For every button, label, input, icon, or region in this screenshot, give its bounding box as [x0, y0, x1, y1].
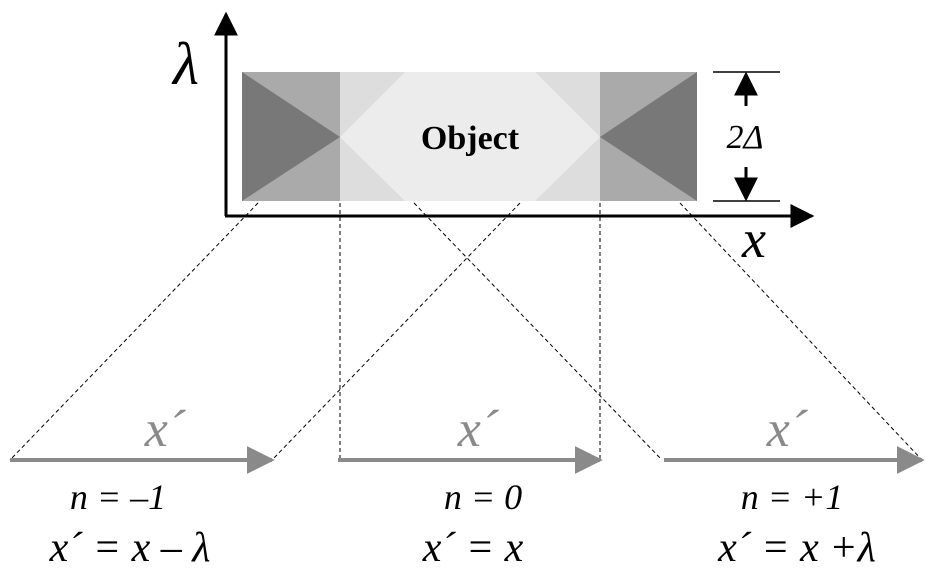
height-label: 2Δ: [727, 119, 764, 156]
dash-left-inner: [271, 202, 521, 461]
dash-right-outer: [679, 202, 923, 461]
object-region: [242, 72, 697, 201]
dash-right-inner: [413, 202, 663, 461]
order-axis-label-plus1: x´: [766, 401, 809, 458]
dash-left-outer: [9, 202, 259, 461]
left-dark-triangle: [242, 72, 340, 201]
order-label-plus1: n = +1: [741, 477, 844, 517]
height-dimension: [713, 71, 780, 202]
right-dark-triangle: [600, 72, 697, 201]
center-diamond: [340, 72, 600, 201]
mapping-plus1: x´ = x +λ: [717, 525, 876, 569]
order-label-0: n = 0: [444, 477, 522, 517]
projection-lines: [9, 202, 923, 461]
order-axis-label-minus1: x´: [144, 401, 187, 458]
order-axis-label-0: x´: [457, 401, 500, 458]
mapping-minus1: x´ = x – λ: [49, 525, 211, 569]
object-label: Object: [421, 120, 520, 157]
lambda-axis-label: λ: [171, 31, 199, 97]
mapping-0: x´ = x: [422, 525, 524, 569]
main-axes: [214, 11, 815, 228]
order-label-minus1: n = –1: [70, 477, 166, 517]
x-axis-label: x: [741, 209, 766, 269]
